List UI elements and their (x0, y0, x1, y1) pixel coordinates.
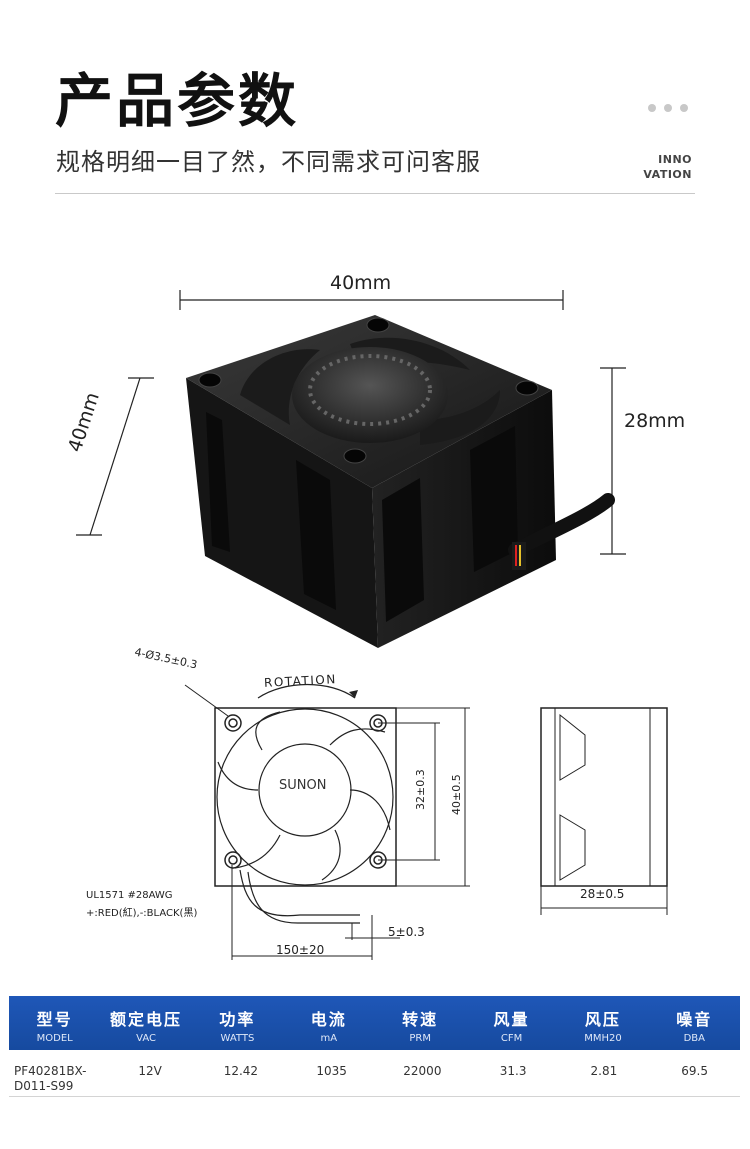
height-label: 28mm (624, 410, 686, 432)
dots-icon (648, 104, 688, 112)
cell-airflow: 31.3 (499, 1064, 527, 1078)
cell-speed: 22000 (403, 1064, 442, 1078)
technical-drawing (184, 684, 668, 960)
side-thickness: 28±0.5 (580, 887, 625, 901)
cell-watts: 12.42 (223, 1064, 259, 1078)
wire-spec-2: +:RED(紅),-:BLACK(黑) (86, 908, 198, 919)
page-subtitle: 规格明细一目了然，不同需求可问客服 (56, 148, 481, 176)
cell-pressure: 2.81 (590, 1064, 618, 1078)
product-photo (76, 290, 626, 648)
cell-noise: 69.5 (681, 1064, 708, 1078)
cell-current: 1035 (316, 1064, 347, 1078)
page-title: 产品参数 (55, 67, 300, 135)
brand-line-2: VATION (643, 168, 692, 181)
wire-spec-1: UL1571 #28AWG (86, 890, 173, 901)
strip-length: 5±0.3 (388, 925, 425, 939)
outer-dimension: 40±0.5 (450, 774, 463, 815)
width-label: 40mm (330, 272, 392, 294)
header-divider (55, 193, 695, 194)
brand-line-1: INNO (658, 153, 692, 166)
brand-tag: INNO VATION (643, 152, 692, 182)
brand-mark: SUNON (279, 778, 327, 793)
cell-voltage: 12V (138, 1064, 162, 1078)
cell-model: PF40281BX-D011-S99 (14, 1064, 87, 1093)
table-row: PF40281BX-D011-S99 12V 12.42 1035 22000 … (9, 1050, 740, 1097)
lead-length: 150±20 (276, 943, 325, 957)
inner-dimension: 32±0.3 (414, 769, 427, 810)
